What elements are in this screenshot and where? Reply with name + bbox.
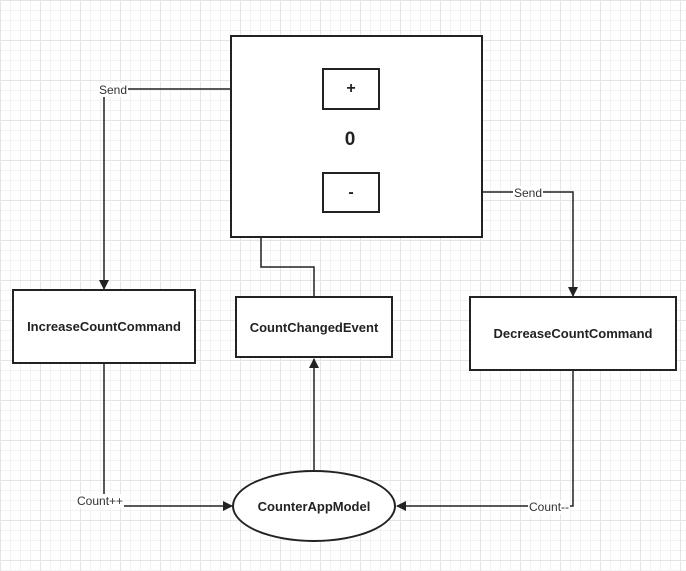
send-label-right: Send [513,186,544,200]
increase-count-command-node: IncreaseCountCommand [12,289,196,364]
edge-decrease-to-model [396,370,574,511]
counter-app-model-node: CounterAppModel [232,470,396,542]
count-increment-label: Count++ [76,494,125,508]
count-value: 0 [344,129,356,150]
count-changed-event-node: CountChangedEvent [235,296,393,358]
send-label-left: Send [98,83,129,97]
decrease-count-command-node: DecreaseCountCommand [469,296,677,371]
plus-button[interactable]: + [322,68,380,110]
edge-increase-to-model [103,364,233,511]
count-decrement-label: Count-- [528,500,571,514]
minus-button[interactable]: - [322,172,380,213]
